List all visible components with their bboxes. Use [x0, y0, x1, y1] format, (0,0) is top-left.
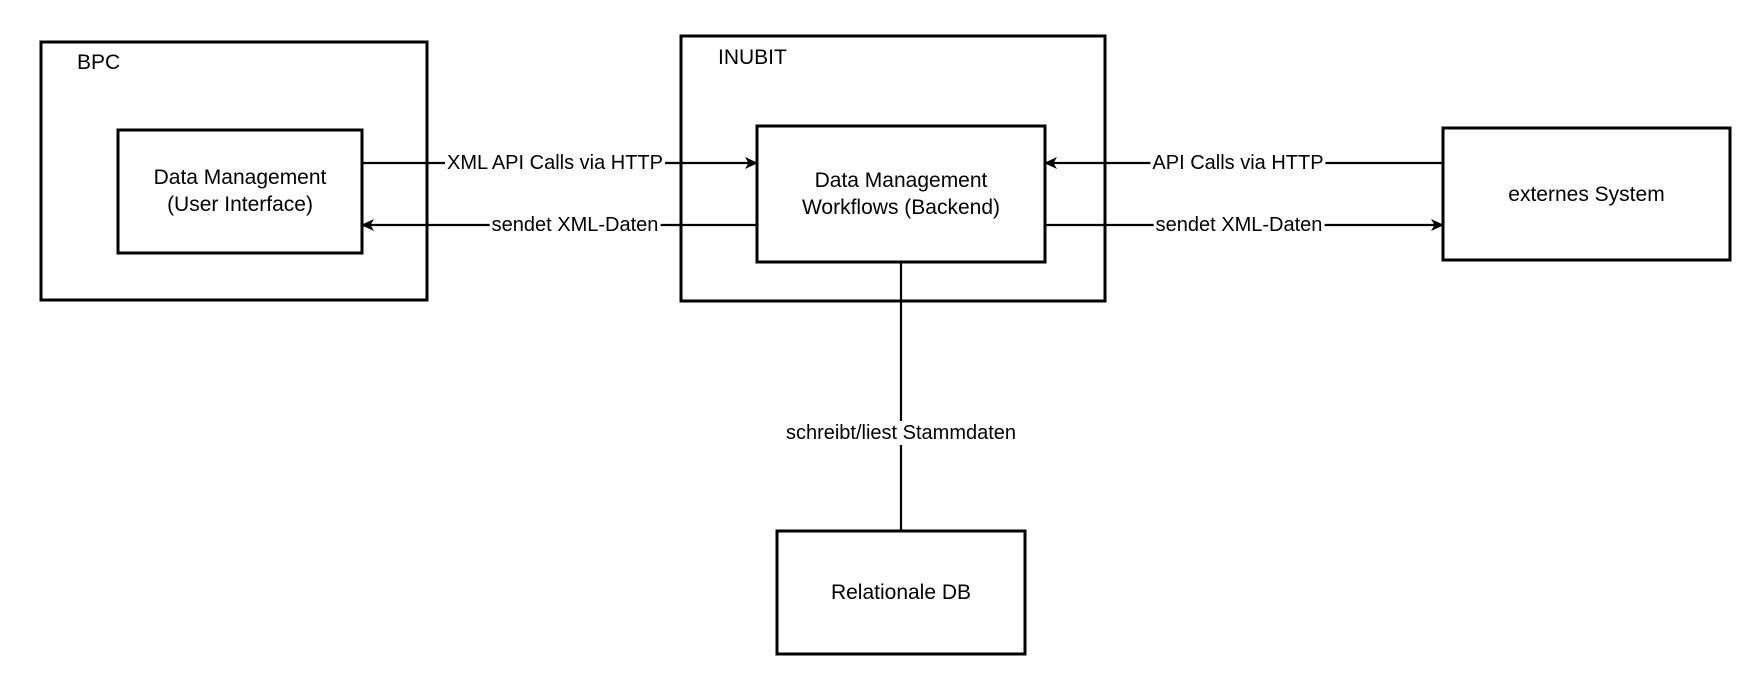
edge-label-ui-to-backend: XML API Calls via HTTP	[445, 151, 665, 175]
container-inubit-rect	[679, 34, 1107, 303]
container-label-inubit: INUBIT	[718, 46, 787, 69]
container-bpc-rect	[39, 40, 429, 302]
node-data-management-backend-rect	[755, 124, 1047, 264]
node-data-management-ui-rect	[116, 128, 364, 255]
edge-label-backend-to-db: schreibt/liest Stammdaten	[783, 421, 1019, 445]
container-label-bpc: BPC	[77, 51, 121, 74]
edge-label-backend-to-ui: sendet XML-Daten	[489, 213, 661, 237]
node-relationale-db-rect	[775, 529, 1027, 656]
edge-label-externes-to-backend: API Calls via HTTP	[1150, 151, 1326, 175]
node-externes-system-rect	[1441, 126, 1732, 262]
edge-label-backend-to-externes: sendet XML-Daten	[1153, 213, 1325, 237]
